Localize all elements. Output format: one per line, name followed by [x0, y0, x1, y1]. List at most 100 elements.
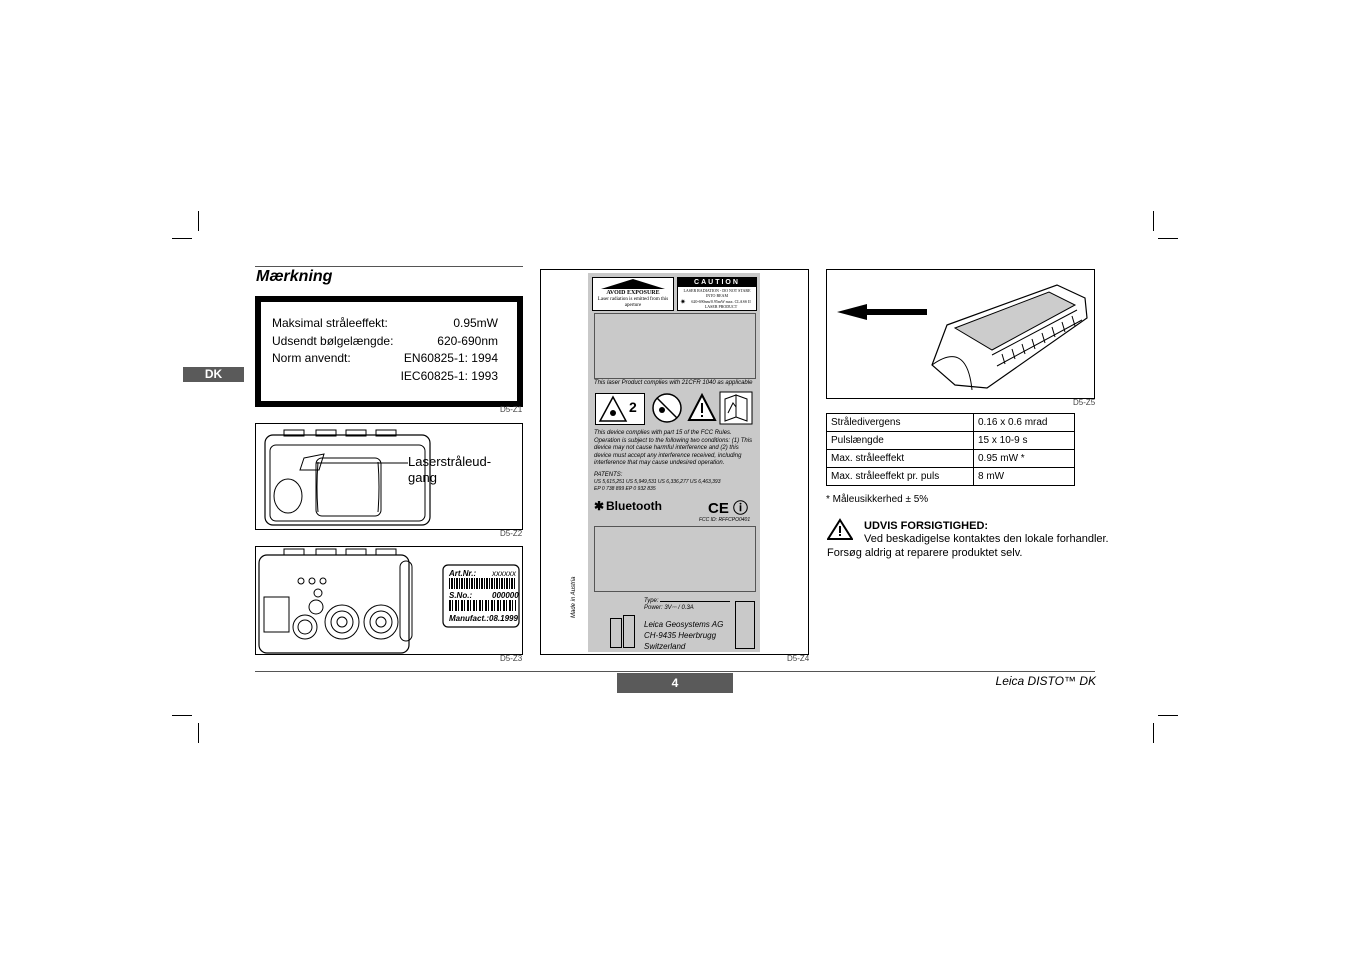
avoid-exposure-title: AVOID EXPOSURE	[606, 290, 660, 296]
avoid-exposure-box: AVOID EXPOSURE Laser radiation is emitte…	[592, 277, 674, 311]
device-back-drawing	[258, 548, 520, 654]
spec-value: 620-690nm	[437, 334, 498, 348]
table-row: Stråledivergens 0.16 x 0.6 mrad	[826, 413, 1075, 432]
caption-z1: D5-Z1	[500, 405, 523, 414]
figure-device-beam	[826, 269, 1095, 399]
patents-label: PATENTS:	[594, 472, 623, 478]
laser-class-number: 2	[629, 399, 637, 415]
battery-icon	[623, 615, 635, 648]
table-row: Pulslængde 15 x 10-9 s	[826, 431, 1075, 450]
warning-text: Forsøg aldrig at reparere produktet selv…	[827, 547, 1023, 559]
caution-title: CAUTION	[678, 278, 756, 287]
laser-star-icon: ✷	[680, 299, 686, 306]
property-name: Max. stråleeffekt	[826, 449, 974, 468]
footer-product-name: Leica DISTO™ DK	[995, 674, 1096, 688]
laser-class-2-icon: 2	[595, 393, 645, 425]
crop-mark	[1158, 238, 1178, 239]
serial-value: 000000	[492, 591, 519, 600]
device-front-drawing	[264, 429, 431, 526]
figure-type-plate: Art.Nr.: xxxxxx S.No.: 000000 Manufact.:…	[255, 546, 523, 655]
power-label: Power: 3V⎓ / 0.3A	[644, 605, 694, 611]
table-row: Max. stråleeffekt 0.95 mW *	[826, 449, 1075, 468]
property-value: 8 mW	[973, 467, 1075, 486]
footnote: * Måleusikkerhed ± 5%	[826, 494, 929, 505]
label-blank-area	[594, 313, 756, 379]
warning-title: UDVIS FORSIGTIGHED:	[864, 520, 989, 532]
compliance-text: This laser Product complies with 21CFR 1…	[594, 380, 753, 386]
bluetooth-icon: ✱	[594, 499, 605, 513]
warning-triangle-icon	[601, 279, 665, 289]
ce-mark-icon: CE ⓘ	[708, 500, 749, 517]
property-value: 15 x 10-9 s	[973, 431, 1075, 450]
fcc-text: This device complies with part 15 of the…	[594, 430, 753, 466]
spec-label: Norm anvendt:	[272, 351, 351, 365]
property-name: Max. stråleeffekt pr. puls	[826, 467, 974, 486]
barcode	[449, 578, 516, 589]
device-label-panel: AVOID EXPOSURE Laser radiation is emitte…	[571, 273, 760, 652]
caption-z3: D5-Z3	[500, 654, 523, 663]
crop-mark	[1153, 723, 1154, 743]
spec-label: Maksimal stråleeffekt:	[272, 316, 388, 330]
spec-row: Udsendt bølgelængde: 620-690nm	[272, 334, 498, 348]
figure-device-label	[540, 269, 809, 655]
company-line: Leica Geosystems AG	[644, 620, 724, 629]
crop-mark	[172, 238, 192, 239]
caption-z2: D5-Z2	[500, 529, 523, 538]
manufact-label: Manufact.:	[449, 614, 489, 623]
device-outline-icon	[735, 601, 755, 649]
table-row: Max. stråleeffekt pr. puls 8 mW	[826, 467, 1075, 486]
manufact-value: 08.1999	[489, 614, 518, 623]
spec-row: Maksimal stråleeffekt: 0.95mW	[272, 316, 498, 330]
crop-mark	[172, 715, 192, 716]
spec-row: Norm anvendt: EN60825-1: 1994	[272, 351, 498, 365]
caution-box: CAUTION LASER RADIATION - DO NOT STARE I…	[677, 277, 757, 311]
fcc-id: FCC ID: RFFCPO0401	[699, 517, 751, 523]
label-blank-area	[594, 526, 756, 592]
property-name: Stråledivergens	[826, 413, 974, 432]
figure-laser-aperture: Laserstråleud- gang	[255, 423, 523, 530]
warning-icon	[827, 518, 853, 540]
crop-mark	[1153, 211, 1154, 231]
art-nr-value: xxxxxx	[492, 569, 516, 578]
avoid-exposure-text: Laser radiation is emitted from this ape…	[597, 297, 669, 308]
property-value: 0.16 x 0.6 mrad	[973, 413, 1075, 432]
company-line: CH-9435 Heerbrugg	[644, 631, 717, 640]
footer-rule	[255, 671, 1095, 672]
crop-mark	[198, 211, 199, 231]
no-stare-icon	[652, 393, 682, 423]
read-manual-icon	[719, 391, 753, 425]
barcode	[449, 600, 516, 611]
device-beam-drawing	[837, 284, 1088, 391]
spec-value: 0.95mW	[453, 316, 498, 330]
serial-label: S.No.:	[449, 591, 473, 600]
laser-properties-table: Stråledivergens 0.16 x 0.6 mrad Pulslæng…	[826, 413, 1075, 486]
section-title: Mærkning	[256, 268, 333, 285]
caption-z4: D5-Z4	[787, 654, 810, 663]
art-nr-label: Art.Nr.:	[449, 569, 477, 578]
spec-value: IEC60825-1: 1993	[400, 369, 498, 383]
language-tab: DK	[183, 367, 244, 382]
warning-text: Ved beskadigelse kontaktes den lokale fo…	[864, 533, 1109, 545]
type-arrow	[660, 601, 730, 602]
type-label: Type:	[644, 598, 659, 604]
company-line: Switzerland	[644, 642, 686, 651]
crop-mark	[198, 723, 199, 743]
battery-icon	[610, 618, 622, 648]
spec-label: Udsendt bølgelængde:	[272, 334, 394, 348]
crop-mark	[1158, 715, 1178, 716]
warning-icon	[687, 393, 717, 421]
spec-value: EN60825-1: 1994	[403, 351, 498, 365]
page-number: 4	[617, 673, 733, 693]
property-name: Pulslængde	[826, 431, 974, 450]
laser-aperture-label: Laserstråleud- gang	[408, 454, 492, 485]
made-in: Made in Austria	[571, 576, 577, 618]
caption-z5: D5-Z5	[1073, 398, 1096, 407]
laser-spec-box: Maksimal stråleeffekt: 0.95mW Udsendt bø…	[255, 296, 523, 407]
patents-line: US 5,615,251 US 5,949,531 US 6,336,277 U…	[594, 479, 721, 485]
caution-text: 620-690nm/0.95mW max. CLASS II LASER PRO…	[691, 299, 751, 309]
patents-line: EP 0 738 899 EP 0 932 835	[594, 486, 656, 492]
caution-text: LASER RADIATION - DO NOT STARE INTO BEAM	[683, 288, 751, 298]
bluetooth-logo: Bluetooth	[606, 499, 662, 513]
property-value: 0.95 mW *	[973, 449, 1075, 468]
title-rule	[255, 266, 523, 267]
